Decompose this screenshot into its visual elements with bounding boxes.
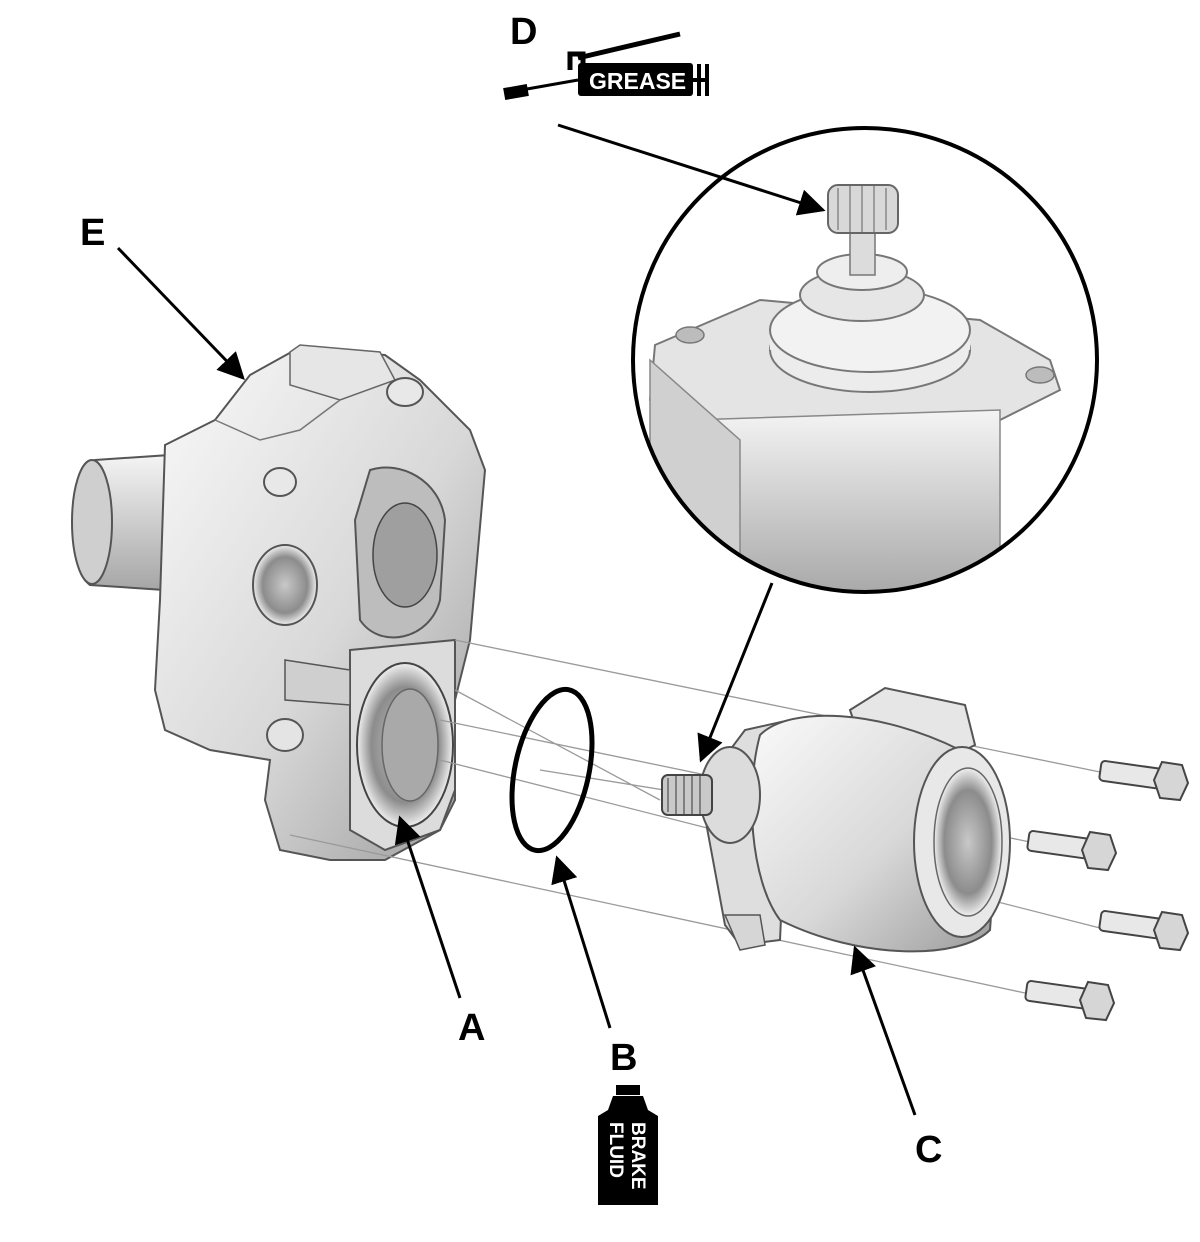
leader-line-a	[394, 815, 462, 999]
o-ring	[509, 686, 595, 854]
callout-b: B	[610, 1037, 637, 1079]
brake-fluid-label-line2: FLUID	[605, 1122, 626, 1178]
detail-view	[631, 126, 1099, 594]
callout-a: A	[458, 1007, 485, 1049]
brake-fluid-label-line1: BRAKE	[627, 1122, 648, 1190]
mounting-bolt	[1098, 910, 1190, 952]
leader-line-b	[551, 855, 612, 1029]
grease-label: GREASE	[589, 68, 686, 94]
callout-d: D	[510, 11, 537, 53]
mounting-bolt	[1098, 760, 1190, 802]
leader-line-e	[116, 246, 245, 380]
callout-e: E	[80, 212, 105, 254]
grease-gun-icon: GREASE	[503, 31, 709, 100]
brake-fluid-bottle-icon: BRAKE FLUID	[598, 1085, 658, 1205]
pump-housing	[71, 344, 487, 861]
leader-line-c	[850, 945, 917, 1116]
leader-line-d	[557, 123, 826, 216]
mounting-bolt	[1024, 980, 1116, 1022]
motor-drive-gear	[661, 774, 713, 816]
leader-line-detail	[697, 582, 774, 763]
pump-motor	[661, 686, 1011, 953]
callout-c: C	[915, 1129, 942, 1171]
leader-lines	[116, 123, 917, 1116]
mounting-bolt	[1026, 830, 1118, 872]
